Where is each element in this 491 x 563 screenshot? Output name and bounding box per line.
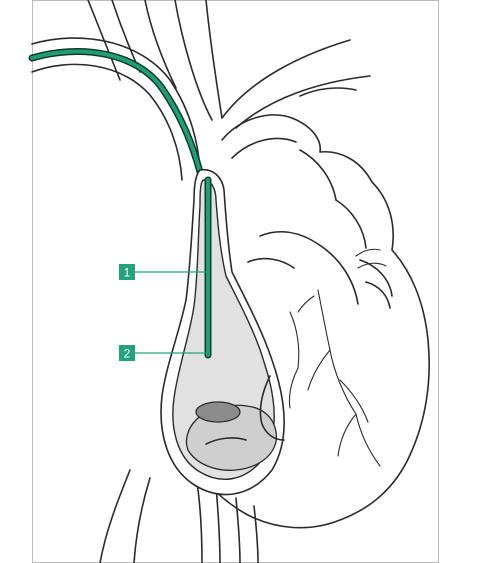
valve-icon xyxy=(196,402,240,422)
catheter-line xyxy=(32,51,208,355)
callout-1-label: 1 xyxy=(124,266,131,280)
venous-access-path xyxy=(32,38,208,355)
catheter-lumen xyxy=(32,51,208,355)
coronary-vessels xyxy=(289,290,380,466)
callout-2-label: 2 xyxy=(124,347,131,361)
